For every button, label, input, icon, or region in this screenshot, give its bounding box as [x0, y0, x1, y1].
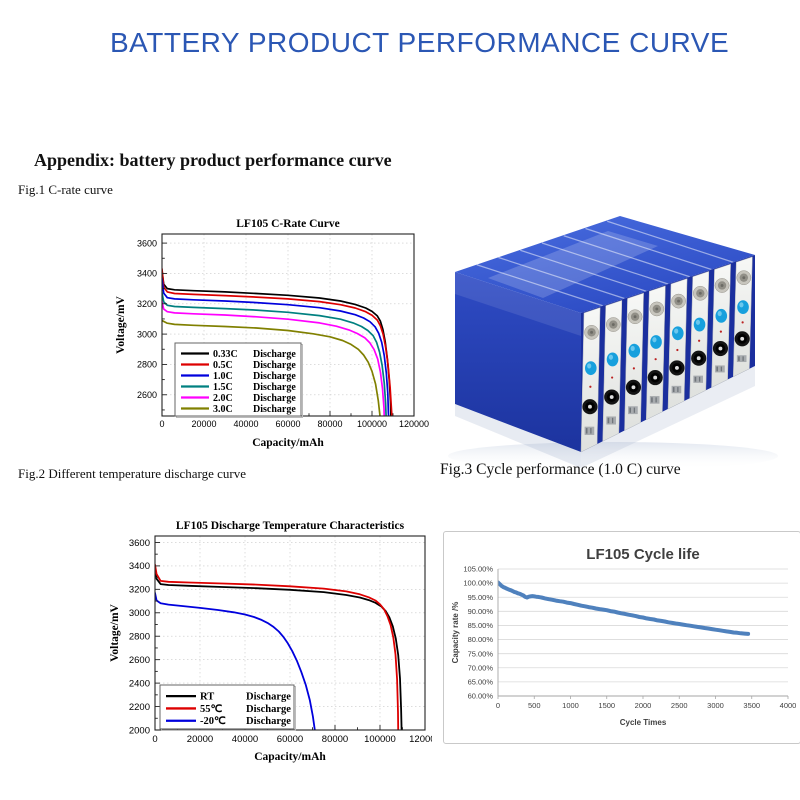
svg-text:LF105 C-Rate Curve: LF105 C-Rate Curve [236, 218, 339, 230]
svg-text:2400: 2400 [129, 678, 150, 689]
svg-text:0.5C: 0.5C [213, 360, 233, 371]
svg-text:Cycle Times: Cycle Times [620, 718, 667, 727]
svg-text:100000: 100000 [357, 419, 387, 429]
svg-text:Discharge: Discharge [246, 692, 291, 703]
fig1-caption: Fig.1 C-rate curve [18, 182, 113, 197]
svg-text:120000: 120000 [399, 419, 429, 429]
svg-text:2800: 2800 [129, 632, 150, 643]
chart-cycle-life: 0 500 1000 1500 2000 2500 3000 3500 4000 60.00% 65… [443, 531, 800, 744]
svg-text:Voltage/mV: Voltage/mV [115, 295, 127, 353]
svg-text:2000: 2000 [635, 701, 652, 710]
svg-text:LF105 Cycle life: LF105 Cycle life [586, 546, 699, 563]
svg-text:0: 0 [496, 701, 500, 710]
chart-temperature-curve: 0 20000 40000 60000 80000 100000 120000 2000 220… [109, 520, 432, 763]
svg-text:60.00%: 60.00% [468, 692, 494, 701]
svg-text:Capacity/mAh: Capacity/mAh [252, 437, 324, 449]
svg-text:65.00%: 65.00% [468, 678, 494, 687]
svg-text:Discharge: Discharge [253, 382, 296, 393]
svg-text:0: 0 [159, 419, 164, 429]
svg-text:3000: 3000 [707, 701, 724, 710]
svg-text:Discharge: Discharge [253, 360, 296, 371]
svg-text:90.00%: 90.00% [468, 607, 494, 616]
svg-text:3200: 3200 [129, 585, 150, 596]
svg-text:75.00%: 75.00% [468, 649, 494, 658]
svg-text:100.00%: 100.00% [463, 579, 493, 588]
svg-text:2800: 2800 [137, 360, 157, 370]
svg-text:LF105 Discharge Temperature Ch: LF105 Discharge Temperature Characterist… [176, 520, 405, 532]
svg-text:2200: 2200 [129, 702, 150, 713]
svg-text:0.33C: 0.33C [213, 349, 238, 360]
page-title: BATTERY PRODUCT PERFORMANCE CURVE [110, 27, 730, 58]
svg-text:20000: 20000 [187, 734, 213, 745]
svg-text:3500: 3500 [743, 701, 760, 710]
svg-text:80.00%: 80.00% [468, 635, 494, 644]
svg-text:3200: 3200 [137, 299, 157, 309]
svg-text:1500: 1500 [598, 701, 615, 710]
svg-text:Discharge: Discharge [253, 393, 296, 404]
svg-text:Capacity/mAh: Capacity/mAh [254, 751, 326, 763]
svg-text:Discharge: Discharge [246, 716, 291, 727]
svg-text:3600: 3600 [137, 238, 157, 248]
svg-text:70.00%: 70.00% [468, 663, 494, 672]
svg-text:1000: 1000 [562, 701, 579, 710]
svg-text:RT: RT [200, 692, 214, 703]
svg-text:500: 500 [528, 701, 541, 710]
svg-text:2000: 2000 [129, 725, 150, 736]
svg-text:4000: 4000 [780, 701, 797, 710]
svg-text:2600: 2600 [129, 655, 150, 666]
svg-text:2600: 2600 [137, 390, 157, 400]
svg-text:Voltage/mV: Voltage/mV [109, 603, 121, 661]
svg-text:2500: 2500 [671, 701, 688, 710]
svg-text:120000: 120000 [409, 734, 432, 745]
svg-text:60000: 60000 [275, 419, 300, 429]
fig3-caption: Fig.3 Cycle performance (1.0 C) curve [440, 461, 681, 478]
svg-text:3400: 3400 [137, 269, 157, 279]
svg-text:80000: 80000 [317, 419, 342, 429]
svg-text:Discharge: Discharge [253, 371, 296, 382]
fig2-caption: Fig.2 Different temperature discharge cu… [18, 466, 247, 481]
chart-crate-curve: 0 20000 40000 60000 80000 100000 120000 2600 280… [115, 218, 429, 449]
svg-text:0: 0 [152, 734, 157, 745]
svg-text:3000: 3000 [137, 329, 157, 339]
svg-text:Capacity rate /%: Capacity rate /% [451, 602, 460, 664]
svg-text:95.00%: 95.00% [468, 593, 494, 602]
svg-text:20000: 20000 [191, 419, 216, 429]
svg-text:1.5C: 1.5C [213, 382, 233, 393]
svg-text:85.00%: 85.00% [468, 621, 494, 630]
appendix-heading: Appendix: battery product performance cu… [34, 150, 392, 170]
svg-text:40000: 40000 [232, 734, 258, 745]
svg-text:40000: 40000 [233, 419, 258, 429]
svg-text:Discharge: Discharge [246, 704, 291, 715]
svg-text:1.0C: 1.0C [213, 371, 233, 382]
svg-text:105.00%: 105.00% [463, 565, 493, 574]
svg-text:-20℃: -20℃ [200, 715, 226, 727]
svg-text:3000: 3000 [129, 608, 150, 619]
svg-text:60000: 60000 [277, 734, 303, 745]
svg-text:Discharge: Discharge [253, 404, 296, 415]
svg-text:3400: 3400 [129, 561, 150, 572]
svg-text:3600: 3600 [129, 538, 150, 549]
svg-text:2.0C: 2.0C [213, 393, 233, 404]
svg-text:Discharge: Discharge [253, 349, 296, 360]
svg-text:80000: 80000 [322, 734, 348, 745]
svg-text:3.0C: 3.0C [213, 404, 233, 415]
svg-text:100000: 100000 [364, 734, 396, 745]
battery-pack-photo [448, 216, 778, 470]
svg-text:55℃: 55℃ [200, 703, 223, 715]
